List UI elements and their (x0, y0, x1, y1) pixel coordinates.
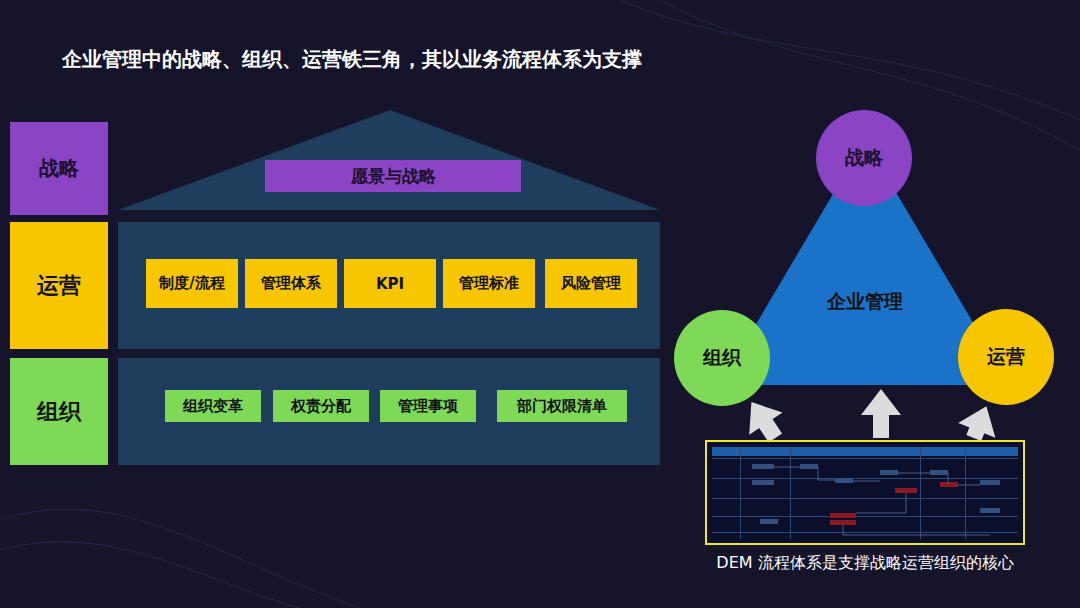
arrow-head (861, 389, 901, 415)
node-label: 管理事项 (398, 397, 458, 416)
process-frame: DEM 流程体系是支撑战略运营组织的核心 (705, 440, 1025, 545)
house-roof (118, 110, 660, 210)
pillar-circle: 战略 (816, 110, 912, 206)
vision-box: 愿景与战略 (265, 160, 521, 192)
caption-text: DEM 流程体系是支撑战略运营组织的核心 (716, 553, 1013, 574)
layer-label: 运营 (10, 222, 108, 349)
pillar-circle: 组织 (674, 310, 770, 406)
item-box: 风险管理 (545, 259, 637, 308)
flowchart-illustration (707, 442, 1023, 543)
node-label: 风险管理 (561, 274, 621, 293)
node-label: 企业管理 (827, 289, 903, 315)
node-label: 权责分配 (291, 397, 351, 416)
item-box: 部门权限清单 (497, 390, 627, 422)
operation-band (118, 222, 660, 349)
layer-label: 战略 (10, 122, 108, 215)
item-box: 管理体系 (245, 259, 337, 308)
node-label: 组织 (37, 397, 81, 427)
node-label: 组织变革 (183, 397, 243, 416)
node-label: 运营 (37, 271, 81, 301)
item-box: 组织变革 (165, 390, 261, 422)
node-label: 管理体系 (261, 274, 321, 293)
item-box: 管理标准 (443, 259, 535, 308)
node-label: 组织 (703, 345, 741, 371)
arrow-shaft (765, 422, 776, 438)
arrow-head (958, 406, 995, 438)
node-label: 运营 (987, 344, 1025, 370)
node-label: 愿景与战略 (351, 165, 436, 188)
node-label: 制度/流程 (159, 274, 224, 293)
item-box: 制度/流程 (146, 259, 238, 308)
flow-arrow (861, 389, 901, 438)
layer-label: 组织 (10, 358, 108, 465)
node-label: 管理标准 (459, 274, 519, 293)
arrow-head (749, 402, 782, 435)
flow-arrow (749, 402, 782, 438)
flow-arrow (958, 406, 995, 438)
pillar-circle: 运营 (958, 309, 1054, 405)
node-label: 战略 (39, 155, 79, 182)
node-label: 战略 (845, 145, 883, 171)
item-box: 权责分配 (273, 390, 369, 422)
arrow-shaft (873, 413, 889, 438)
node-label: KPI (376, 275, 404, 293)
item-box: KPI (344, 259, 436, 308)
node-label: 部门权限清单 (517, 397, 607, 416)
item-box: 管理事项 (380, 390, 476, 422)
organization-band (118, 358, 660, 465)
title: 企业管理中的战略、组织、运营铁三角，其以业务流程体系为支撑 (62, 46, 642, 73)
